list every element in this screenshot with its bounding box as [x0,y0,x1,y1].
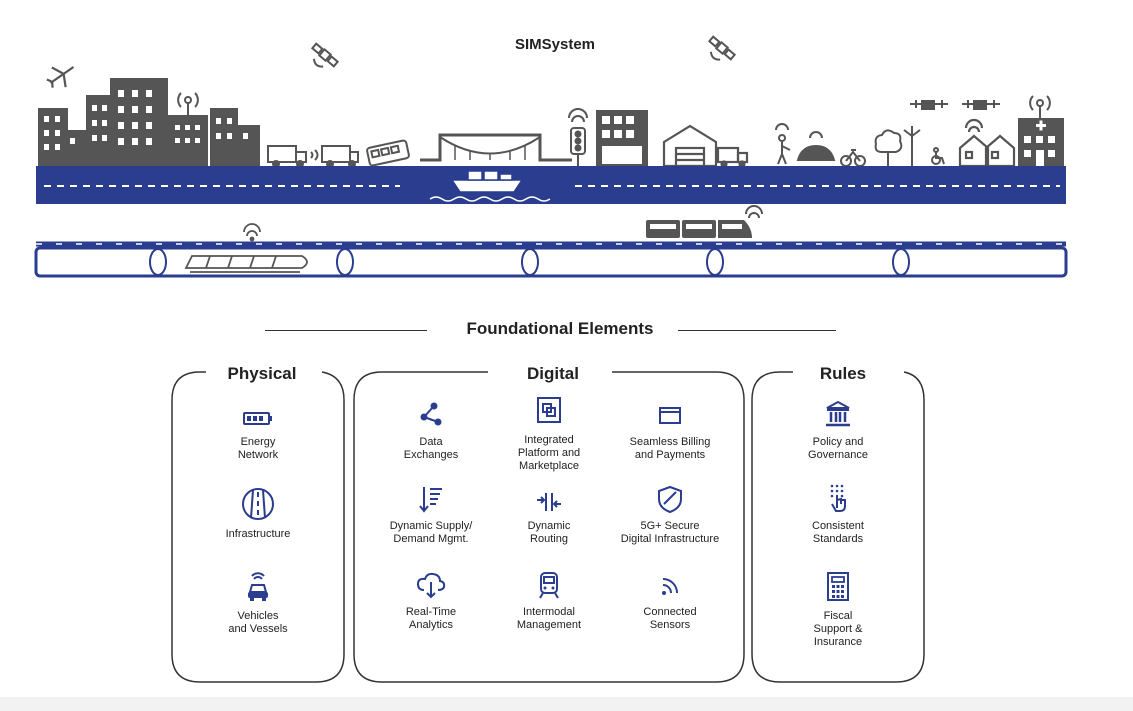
item-label: Integrated [524,434,574,446]
item-label: Consistent [812,520,864,532]
street-life-icon [775,123,866,167]
digital-item-analytics: Real-Time Analytics [366,570,496,632]
item-label: Infrastructure [225,528,291,540]
item-label: Platform and [517,447,581,459]
warehouse-icon [662,124,749,168]
item-label: Fiscal [823,610,853,622]
diagram-title: SIMSystem [514,36,596,53]
panel-title-rules: Rules [793,364,893,384]
rules-item-policy: Policy and Governance [778,398,898,462]
rules-item-standards: Consistent Standards [778,482,898,546]
antenna-icon [177,92,199,115]
item-label: Vehicles [237,610,279,622]
road [36,166,1066,204]
battery-icon [243,412,272,425]
platform-icon [537,397,561,423]
item-label: Insurance [813,636,863,648]
cloud-icon [416,572,446,599]
train-icon [646,205,763,238]
shield-icon [658,485,682,514]
bank-icon [826,400,850,427]
item-label: Real-Time [405,606,457,618]
item-label: Marketplace [519,460,579,472]
bottom-band [0,697,1133,711]
foundational-title: Foundational Elements [466,319,654,338]
network-icon [420,402,442,426]
digital-item-sensors: Connected Sensors [605,570,735,632]
train-icon [539,572,559,599]
physical-item-energy: Energy Network [198,406,318,462]
item-label: 5G+ Secure [640,520,700,532]
item-label: Network [237,449,279,461]
digital-item-routing: Dynamic Routing [484,490,614,546]
divider-right [678,330,836,331]
houses-icon [958,118,1016,168]
ship-icon [429,170,551,202]
rules-item-fiscal: Fiscal Support & Insurance [778,570,898,649]
bus-icon [366,139,410,167]
grid-hand-icon [830,484,846,512]
item-label: Seamless Billing [629,436,711,448]
item-label: Policy and [812,436,864,448]
airplane-icon [46,66,75,88]
drone-icon [910,100,1000,110]
sort-icon [419,487,442,513]
panel-title-digital: Digital [496,364,610,384]
item-label: Exchanges [403,449,459,461]
item-label: Management [516,619,582,631]
item-label: Governance [808,449,868,461]
item-label: Data [419,436,443,448]
traffic-light-icon [568,108,588,166]
subway-train-icon [184,223,308,273]
signal-icon [662,578,678,595]
panel-title-physical: Physical [206,364,318,384]
item-label: Connected [643,606,697,618]
item-label: Support & [813,623,863,635]
digital-item-platform: Integrated Platform and Marketplace [484,394,614,473]
item-label: Dynamic [527,520,571,532]
vehicle-icon [248,572,268,601]
bridge-icon [420,133,572,162]
nature-icon [874,126,945,166]
road-icon [242,488,274,520]
digital-item-intermodal: Intermodal Management [484,570,614,632]
digital-item-supply-demand: Dynamic Supply/ Demand Mgmt. [366,484,496,546]
routing-icon [537,493,561,511]
physical-item-vehicles: Vehicles and Vessels [198,570,318,636]
factory-icon [596,110,648,166]
item-label: Demand Mgmt. [393,533,469,545]
item-label: and Vessels [228,623,288,635]
item-label: and Payments [634,449,706,461]
satellite-icon [310,42,340,68]
item-label: Sensors [649,619,691,631]
rail-track [34,241,1068,278]
item-label: Routing [530,533,568,545]
satellite-icon [707,35,737,61]
item-label: Digital Infrastructure [620,533,720,545]
calculator-icon [827,572,849,601]
item-label: Energy [240,436,276,448]
physical-item-infrastructure: Infrastructure [198,486,318,541]
item-label: Dynamic Supply/ [389,520,473,532]
digital-item-data-exchanges: Data Exchanges [366,400,496,462]
item-label: Intermodal [523,606,575,618]
hospital-icon [1018,95,1064,166]
digital-item-5g: 5G+ Secure Digital Infrastructure [605,484,735,546]
truck-icon [267,145,359,168]
city-scene [34,35,1068,278]
card-icon [659,407,681,424]
digital-item-billing: Seamless Billing and Payments [605,400,735,462]
item-label: Analytics [408,619,454,631]
item-label: Standards [812,533,864,545]
divider-left [265,330,427,331]
